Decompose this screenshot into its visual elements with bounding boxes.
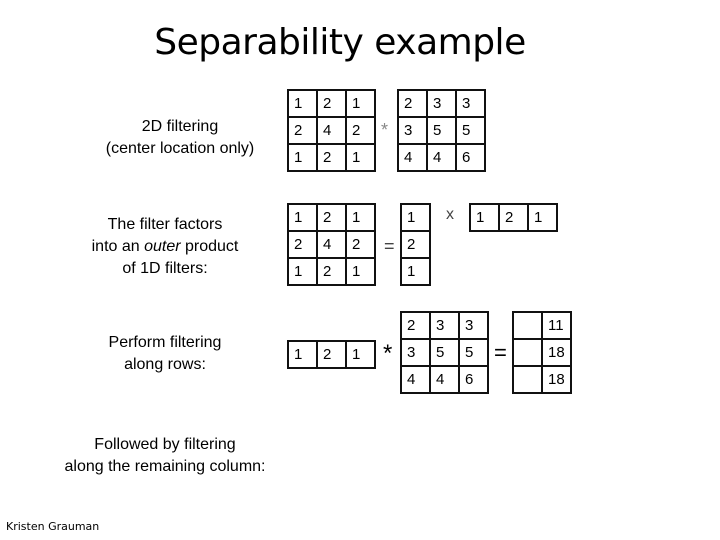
matrix-cell: 2 xyxy=(402,313,429,338)
matrix-cell: 5 xyxy=(460,340,487,365)
label-outer-product: The filter factors into an outer product… xyxy=(60,214,270,280)
matrix-cell: 2 xyxy=(289,232,316,257)
matrix-cell: 6 xyxy=(457,145,484,170)
matrix-cell: 1 xyxy=(529,205,556,230)
matrix-cell xyxy=(514,313,541,338)
matrix-cell xyxy=(514,367,541,392)
label-line: (center location only) xyxy=(105,140,255,157)
matrix-cell: 3 xyxy=(428,91,455,116)
convolution-operator: * xyxy=(381,120,389,140)
matrix-cell: 4 xyxy=(318,232,345,257)
matrix-cell: 1 xyxy=(289,145,316,170)
label-line: along rows: xyxy=(124,356,206,373)
matrix-cell: 2 xyxy=(347,118,374,143)
times-sign: x xyxy=(446,206,454,223)
matrix-cell: 1 xyxy=(289,91,316,116)
matrix-cell: 4 xyxy=(402,367,429,392)
matrix-cell: 1 xyxy=(347,205,374,230)
label-filter-rows: Perform filtering along rows: xyxy=(80,332,250,376)
matrix-cell xyxy=(514,340,541,365)
label-2d-filtering: 2D filtering (center location only) xyxy=(70,116,290,160)
slide-title: Separability example xyxy=(154,22,526,63)
label-filter-column: Followed by filtering along the remainin… xyxy=(40,434,290,478)
matrix-cell: 1 xyxy=(347,91,374,116)
matrix-cell: 6 xyxy=(460,367,487,392)
equals-sign: = xyxy=(384,236,395,256)
matrix-cell: 3 xyxy=(431,313,458,338)
matrix-cell: 3 xyxy=(457,91,484,116)
label-line: The filter factors xyxy=(107,216,223,233)
matrix-cell: 2 xyxy=(399,91,426,116)
emphasis-outer: outer xyxy=(144,238,181,255)
matrix-cell: 2 xyxy=(318,205,345,230)
matrix-cell: 1 xyxy=(471,205,498,230)
matrix-cell: 1 xyxy=(347,259,374,284)
matrix-cell: 3 xyxy=(399,118,426,143)
matrix-cell: 4 xyxy=(399,145,426,170)
matrix-cell: 3 xyxy=(402,340,429,365)
matrix-cell: 1 xyxy=(289,259,316,284)
matrix-cell: 3 xyxy=(460,313,487,338)
label-line: Followed by filtering xyxy=(94,436,236,453)
author-credit: Kristen Grauman xyxy=(6,520,100,533)
matrix-cell: 2 xyxy=(318,259,345,284)
matrix-cell: 2 xyxy=(318,91,345,116)
matrix-cell: 2 xyxy=(347,232,374,257)
matrix-cell: 2 xyxy=(500,205,527,230)
matrix-cell: 2 xyxy=(318,342,345,367)
matrix-cell: 1 xyxy=(402,259,429,284)
matrix-cell: 2 xyxy=(402,232,429,257)
matrix-cell: 2 xyxy=(318,145,345,170)
matrix-cell: 1 xyxy=(402,205,429,230)
matrix-cell: 5 xyxy=(431,340,458,365)
matrix-cell: 2 xyxy=(289,118,316,143)
convolution-operator: * xyxy=(383,340,393,367)
matrix-cell: 1 xyxy=(289,342,316,367)
label-line: 2D filtering xyxy=(141,118,219,135)
matrix-cell: 5 xyxy=(457,118,484,143)
matrix-cell: 18 xyxy=(543,367,570,392)
matrix-cell: 1 xyxy=(289,205,316,230)
matrix-cell: 5 xyxy=(428,118,455,143)
matrix-cell: 18 xyxy=(543,340,570,365)
matrix-cell: 4 xyxy=(431,367,458,392)
matrix-cell: 1 xyxy=(347,342,374,367)
label-line-emphasis: into an outer product xyxy=(91,238,239,255)
matrix-cell: 4 xyxy=(428,145,455,170)
matrix-cell: 1 xyxy=(347,145,374,170)
label-line: Perform filtering xyxy=(108,334,222,351)
equals-sign: = xyxy=(494,340,507,365)
label-line: along the remaining column: xyxy=(64,458,266,475)
matrix-cell: 11 xyxy=(543,313,570,338)
label-line: of 1D filters: xyxy=(122,260,208,277)
matrix-cell: 4 xyxy=(318,118,345,143)
